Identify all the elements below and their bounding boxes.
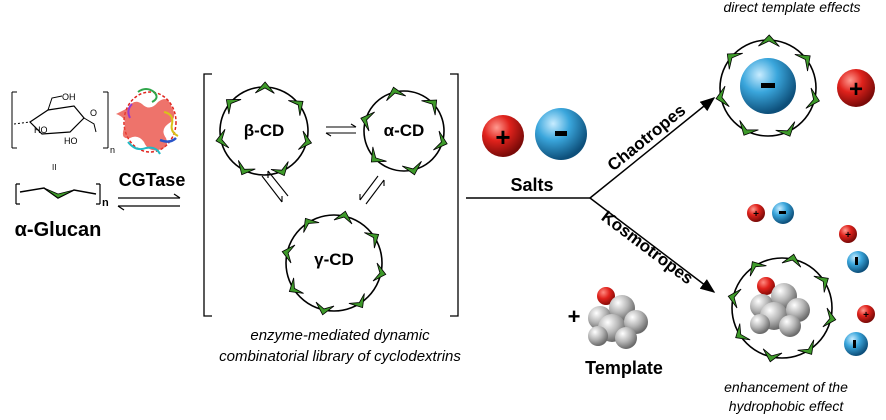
plus-sign: +	[849, 76, 863, 103]
alpha-cd-ring	[360, 86, 448, 176]
glucose-unit	[715, 85, 730, 107]
glucose-unit	[735, 323, 751, 341]
glucose-unit	[794, 53, 811, 72]
glucose-unit	[813, 275, 829, 293]
glucose-unit	[348, 293, 365, 309]
glucose-unit	[237, 160, 256, 176]
beta-cd-label: β-CD	[244, 121, 285, 140]
equivalence-mark: II	[52, 163, 56, 172]
glucose-unit	[225, 99, 242, 115]
minus-sign	[761, 83, 775, 88]
glucose-unit	[421, 99, 438, 116]
salt-cation: +	[482, 115, 524, 157]
glucose-unit	[288, 100, 304, 116]
gamma-cd-label: γ-CD	[314, 250, 354, 269]
glucose-unit	[805, 87, 820, 109]
gamma-cd-ring	[281, 210, 387, 316]
plus-sign: +	[863, 310, 869, 321]
template-molecule	[588, 287, 648, 349]
minus-sign	[853, 340, 856, 348]
glucan-n-label: n	[102, 197, 109, 209]
hydrated-ion-5: +	[857, 305, 875, 323]
minus-sign	[779, 211, 786, 214]
chaotropes-label: Chaotropes	[604, 101, 689, 175]
glucose-structure: OH HO HO O n II	[11, 91, 115, 172]
hydrated-ion-1: +	[747, 204, 765, 222]
hydrated-ion-4	[847, 251, 869, 273]
equilibrium-arrows-library	[261, 123, 385, 205]
glucose-unit	[726, 52, 743, 70]
enzyme-label: CGTase	[119, 170, 186, 190]
glucose-unit	[739, 120, 759, 136]
glucan-chain-icon: n	[15, 183, 109, 209]
glucose-unit	[822, 307, 837, 328]
structure-ho-label-2: HO	[64, 136, 78, 146]
hydrated-ion-3: +	[839, 225, 857, 243]
plus-sign: +	[845, 230, 851, 241]
direct-template-label: direct template effects	[724, 0, 861, 15]
minus-sign	[855, 257, 858, 265]
glucose-unit	[298, 130, 313, 150]
plus-sign: +	[495, 122, 510, 152]
salt-anion	[535, 108, 587, 160]
caption-line-2: combinatorial library of cyclodextrins	[219, 348, 461, 365]
ring-outline	[363, 90, 445, 172]
structure-oh-label: OH	[62, 92, 76, 102]
glucose-unit	[758, 34, 780, 47]
plus-sign: +	[753, 209, 759, 220]
hydrophobic-label-line-2: hydrophobic effect	[729, 398, 845, 414]
glucose-unit	[364, 232, 380, 249]
structure-o-label: O	[90, 108, 97, 118]
alpha-cd-label: α-CD	[384, 121, 425, 140]
glucose-unit	[281, 244, 296, 264]
library-bracket-left	[203, 73, 212, 317]
glucose-unit	[762, 348, 783, 363]
glucose-unit	[797, 339, 815, 355]
glucose-unit	[727, 288, 742, 309]
beta-cd-ring	[215, 81, 313, 177]
glucose-unit	[270, 161, 289, 177]
glucose-unit	[749, 261, 767, 277]
free-cation: +	[837, 69, 875, 107]
glucose-unit	[360, 111, 375, 132]
template-plus-sign: +	[568, 304, 581, 329]
glucose-unit	[775, 121, 796, 137]
kosmotropes-label: Kosmotropes	[598, 207, 697, 288]
structure-ho-label-1: HO	[34, 125, 48, 135]
glucan-label: α-Glucan	[15, 219, 102, 241]
glucose-unit	[288, 277, 304, 294]
minus-sign	[555, 131, 567, 136]
hydrated-ion-2	[772, 202, 794, 224]
caption-line-1: enzyme-mediated dynamic	[250, 327, 430, 344]
glucose-unit	[433, 130, 448, 151]
encapsulated-template	[750, 277, 810, 337]
glucose-unit	[255, 81, 275, 94]
template-label: Template	[585, 358, 663, 378]
glucose-unit	[372, 262, 387, 282]
glucose-unit	[781, 253, 802, 268]
encapsulated-anion	[740, 58, 796, 114]
salts-label: Salts	[510, 175, 553, 195]
library-bracket-right	[450, 73, 459, 317]
glucose-unit	[215, 129, 230, 149]
hydrophobic-label-line-1: enhancement of the	[724, 379, 848, 395]
glucose-unit	[370, 146, 387, 163]
hydrated-ion-6	[844, 332, 868, 356]
glucose-unit	[386, 86, 407, 101]
structure-n-label: n	[110, 145, 115, 155]
glucose-unit	[333, 210, 353, 225]
enzyme-icon	[116, 88, 179, 155]
glucose-unit	[401, 161, 422, 176]
glucose-unit	[315, 301, 335, 316]
ring-outline	[285, 214, 383, 312]
branch-arrows	[466, 97, 716, 293]
glucose-unit	[303, 217, 320, 233]
equilibrium-arrows-left	[117, 193, 181, 211]
